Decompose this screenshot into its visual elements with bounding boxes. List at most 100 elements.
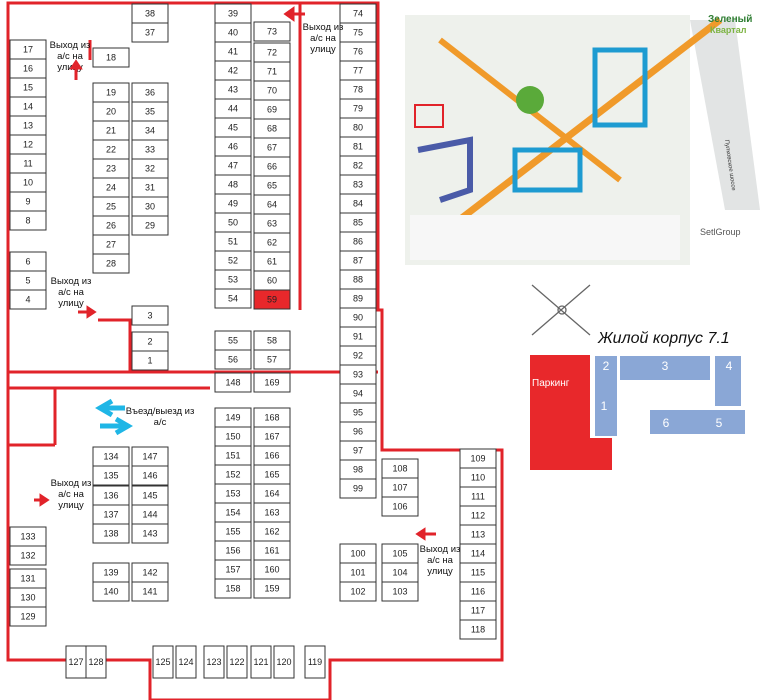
parking-spot[interactable]: 1 [131,350,169,371]
parking-spot[interactable]: 104 [381,562,419,583]
parking-spot[interactable]: 41 [214,41,252,62]
parking-spot[interactable]: 27 [92,234,130,255]
parking-spot[interactable]: 67 [253,137,291,158]
parking-spot[interactable]: 101 [339,562,377,583]
parking-spot[interactable]: 110 [459,467,497,488]
parking-spot[interactable]: 109 [459,448,497,469]
parking-spot[interactable]: 160 [253,559,291,580]
parking-spot[interactable]: 140 [92,581,130,602]
parking-spot[interactable]: 135 [92,465,130,486]
parking-spot[interactable]: 56 [214,349,252,370]
parking-spot[interactable]: 111 [459,486,497,507]
parking-spot[interactable]: 62 [253,232,291,253]
parking-spot[interactable]: 21 [92,120,130,141]
parking-spot[interactable]: 79 [339,98,377,119]
parking-spot[interactable]: 37 [131,22,169,43]
parking-spot[interactable]: 52 [214,250,252,271]
parking-spot[interactable]: 89 [339,288,377,309]
parking-spot[interactable]: 6 [9,251,47,272]
parking-spot[interactable]: 73 [253,21,291,42]
parking-spot[interactable]: 166 [253,445,291,466]
parking-spot[interactable]: 11 [9,153,47,174]
parking-spot[interactable]: 93 [339,364,377,385]
parking-spot[interactable]: 132 [9,545,47,566]
parking-spot[interactable]: 32 [131,158,169,179]
parking-spot[interactable]: 23 [92,158,130,179]
parking-spot[interactable]: 30 [131,196,169,217]
parking-spot[interactable]: 143 [131,523,169,544]
parking-spot[interactable]: 100 [339,543,377,564]
parking-spot[interactable]: 96 [339,421,377,442]
parking-spot[interactable]: 8 [9,210,47,231]
parking-spot[interactable]: 92 [339,345,377,366]
parking-spot[interactable]: 18 [92,47,130,68]
parking-spot[interactable]: 139 [92,562,130,583]
parking-spot[interactable]: 124 [175,645,197,679]
parking-spot[interactable]: 128 [85,645,107,679]
parking-spot[interactable]: 148 [214,372,252,393]
parking-spot[interactable]: 42 [214,60,252,81]
parking-spot[interactable]: 13 [9,115,47,136]
parking-spot[interactable]: 86 [339,231,377,252]
parking-spot[interactable]: 98 [339,459,377,480]
parking-spot[interactable]: 20 [92,101,130,122]
parking-spot[interactable]: 155 [214,521,252,542]
parking-spot[interactable]: 9 [9,191,47,212]
parking-spot[interactable]: 146 [131,465,169,486]
parking-spot[interactable]: 36 [131,82,169,103]
parking-spot[interactable]: 138 [92,523,130,544]
parking-spot[interactable]: 122 [226,645,248,679]
parking-spot[interactable]: 114 [459,543,497,564]
parking-spot[interactable]: 24 [92,177,130,198]
parking-spot[interactable]: 19 [92,82,130,103]
parking-spot[interactable]: 12 [9,134,47,155]
parking-spot[interactable]: 157 [214,559,252,580]
parking-spot[interactable]: 48 [214,174,252,195]
parking-spot[interactable]: 91 [339,326,377,347]
parking-spot[interactable]: 15 [9,77,47,98]
parking-spot[interactable]: 115 [459,562,497,583]
parking-spot[interactable]: 167 [253,426,291,447]
parking-spot[interactable]: 26 [92,215,130,236]
parking-spot[interactable]: 38 [131,3,169,24]
parking-spot[interactable]: 64 [253,194,291,215]
parking-spot[interactable]: 153 [214,483,252,504]
parking-spot[interactable]: 99 [339,478,377,499]
parking-spot[interactable]: 68 [253,118,291,139]
parking-spot[interactable]: 102 [339,581,377,602]
parking-spot[interactable]: 159 [253,578,291,599]
parking-spot[interactable]: 119 [304,645,326,679]
parking-spot[interactable]: 150 [214,426,252,447]
parking-spot[interactable]: 130 [9,587,47,608]
parking-spot[interactable]: 118 [459,619,497,640]
parking-spot[interactable]: 85 [339,212,377,233]
parking-spot[interactable]: 3 [131,305,169,326]
parking-spot[interactable]: 165 [253,464,291,485]
parking-spot[interactable]: 70 [253,80,291,101]
parking-spot[interactable]: 47 [214,155,252,176]
parking-spot[interactable]: 10 [9,172,47,193]
parking-spot[interactable]: 120 [273,645,295,679]
parking-spot[interactable]: 106 [381,496,419,517]
parking-spot[interactable]: 16 [9,58,47,79]
parking-spot[interactable]: 57 [253,349,291,370]
parking-spot[interactable]: 60 [253,270,291,291]
parking-spot[interactable]: 164 [253,483,291,504]
parking-spot[interactable]: 152 [214,464,252,485]
parking-spot[interactable]: 113 [459,524,497,545]
parking-spot[interactable]: 31 [131,177,169,198]
parking-spot[interactable]: 80 [339,117,377,138]
parking-spot[interactable]: 134 [92,446,130,467]
parking-spot[interactable]: 49 [214,193,252,214]
parking-spot[interactable]: 94 [339,383,377,404]
parking-spot[interactable]: 136 [92,485,130,506]
parking-spot[interactable]: 149 [214,407,252,428]
parking-spot[interactable]: 25 [92,196,130,217]
parking-spot[interactable]: 28 [92,253,130,274]
parking-spot[interactable]: 144 [131,504,169,525]
parking-spot[interactable]: 95 [339,402,377,423]
parking-spot[interactable]: 63 [253,213,291,234]
parking-spot[interactable]: 162 [253,521,291,542]
parking-spot[interactable]: 5 [9,270,47,291]
parking-spot[interactable]: 116 [459,581,497,602]
